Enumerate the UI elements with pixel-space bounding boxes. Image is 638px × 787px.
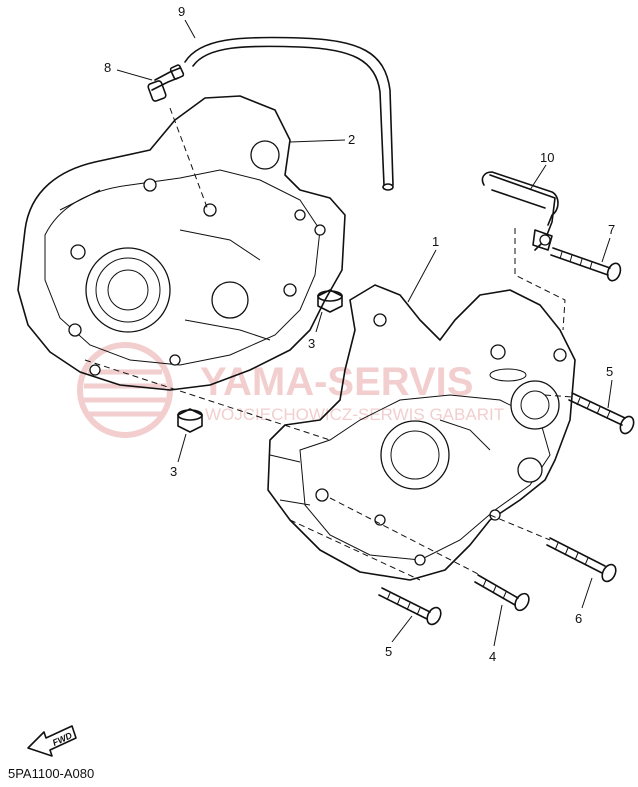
bolt-7: [550, 247, 622, 282]
elbow-fitting: [147, 64, 185, 102]
bolt-4: [474, 574, 530, 612]
callout-6: 6: [575, 611, 582, 626]
dowel-pin-upper: [317, 289, 343, 313]
callout-7: 7: [608, 222, 615, 237]
callout-4: 4: [489, 649, 496, 664]
callout-3-upper: 3: [308, 336, 315, 351]
bolt-5-upper: [568, 392, 635, 435]
assembly-dashed-lines: [84, 107, 573, 581]
crankcase-right: [267, 284, 576, 581]
fwd-arrow-icon: FWD: [27, 725, 77, 757]
callout-9: 9: [178, 4, 185, 19]
callout-5-lower: 5: [385, 644, 392, 659]
diagram-code: 5PA1100-A080: [8, 766, 95, 781]
callout-3-lower: 3: [170, 464, 177, 479]
callout-5-upper: 5: [606, 364, 613, 379]
callout-8: 8: [104, 60, 111, 75]
breather-hose: [184, 36, 394, 191]
fwd-label: FWD: [51, 730, 74, 748]
leader-lines: [116, 19, 613, 647]
watermark-title: YAMA-SERVIS: [200, 360, 473, 404]
watermark: YAMA-SERVIS WOJCIECHOWICZ-SERWIS GABARIT: [77, 342, 504, 438]
hose-clip: [481, 171, 559, 251]
callout-10: 10: [540, 150, 554, 165]
bolt-5-lower: [378, 587, 442, 626]
callout-2: 2: [348, 132, 355, 147]
watermark-subtitle: WOJCIECHOWICZ-SERWIS GABARIT: [205, 405, 504, 424]
callouts: 9 8 2 1 10 7 5 3 3 5 4 6: [104, 4, 615, 664]
callout-1: 1: [432, 234, 439, 249]
dowel-pin-lower: [177, 408, 203, 433]
crankcase-left: [17, 95, 346, 391]
bolt-6: [546, 537, 617, 583]
